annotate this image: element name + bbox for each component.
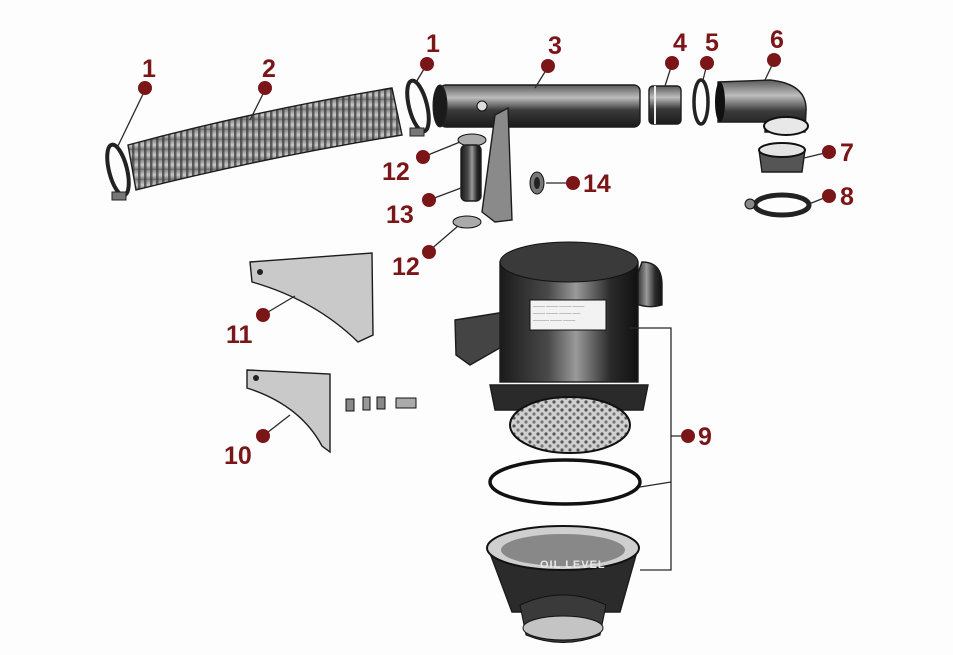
mounting-bracket-small — [246, 369, 331, 454]
callout-5: 5 — [705, 29, 719, 57]
intake-tube — [432, 84, 641, 223]
svg-text:——— ——— ——— ———: ——— ——— ——— ——— — [533, 303, 584, 308]
info-plate — [529, 299, 607, 331]
callout-14: 14 — [583, 170, 611, 198]
bracket-hardware — [345, 396, 417, 412]
air-cleaner-body: ——— ——— ——— ——— ——— ——— ——— —— ———— ——— … — [454, 241, 663, 454]
spacer-pin — [460, 144, 482, 202]
band-clamp — [744, 192, 812, 218]
callout-11: 11 — [226, 321, 253, 349]
callout-dots — [138, 53, 836, 443]
flexible-hose — [127, 87, 403, 191]
hose-clamp-right — [405, 78, 431, 137]
oil-cup: OIL LEVEL — [486, 525, 640, 643]
air-cleaner-gasket — [488, 458, 642, 506]
callout-13: 13 — [386, 201, 414, 229]
grommet — [529, 171, 545, 195]
callout-1-left: 1 — [142, 55, 156, 83]
callout-7: 7 — [840, 139, 854, 167]
callout-1-right: 1 — [426, 30, 440, 58]
callout-10: 10 — [224, 442, 252, 470]
clamp-block-upper — [457, 133, 487, 147]
clamp-small — [692, 78, 710, 126]
clamp-block-lower — [452, 215, 482, 229]
callout-12-upper: 12 — [382, 158, 410, 186]
hose-clamp-left — [105, 142, 131, 201]
mounting-bracket-large — [249, 252, 374, 343]
callout-6: 6 — [770, 26, 784, 54]
oil-level-text: OIL LEVEL — [540, 559, 606, 571]
callout-labels: 1 2 1 3 4 5 6 7 8 12 13 12 14 11 10 9 — [142, 26, 854, 470]
callout-3: 3 — [548, 32, 562, 60]
leader-lines — [116, 60, 830, 571]
svg-text:——— ——— ——— ——: ——— ——— ——— —— — [533, 310, 580, 315]
callout-9: 9 — [698, 423, 712, 451]
svg-text:———— ——— ———: ———— ——— ——— — [533, 317, 575, 322]
coupling-sleeve — [648, 85, 682, 125]
callout-12-lower: 12 — [392, 253, 420, 281]
collar-ring — [758, 142, 806, 173]
callout-4: 4 — [673, 29, 687, 57]
callout-8: 8 — [840, 183, 854, 211]
intake-elbow — [715, 79, 809, 136]
callout-2: 2 — [262, 55, 276, 83]
